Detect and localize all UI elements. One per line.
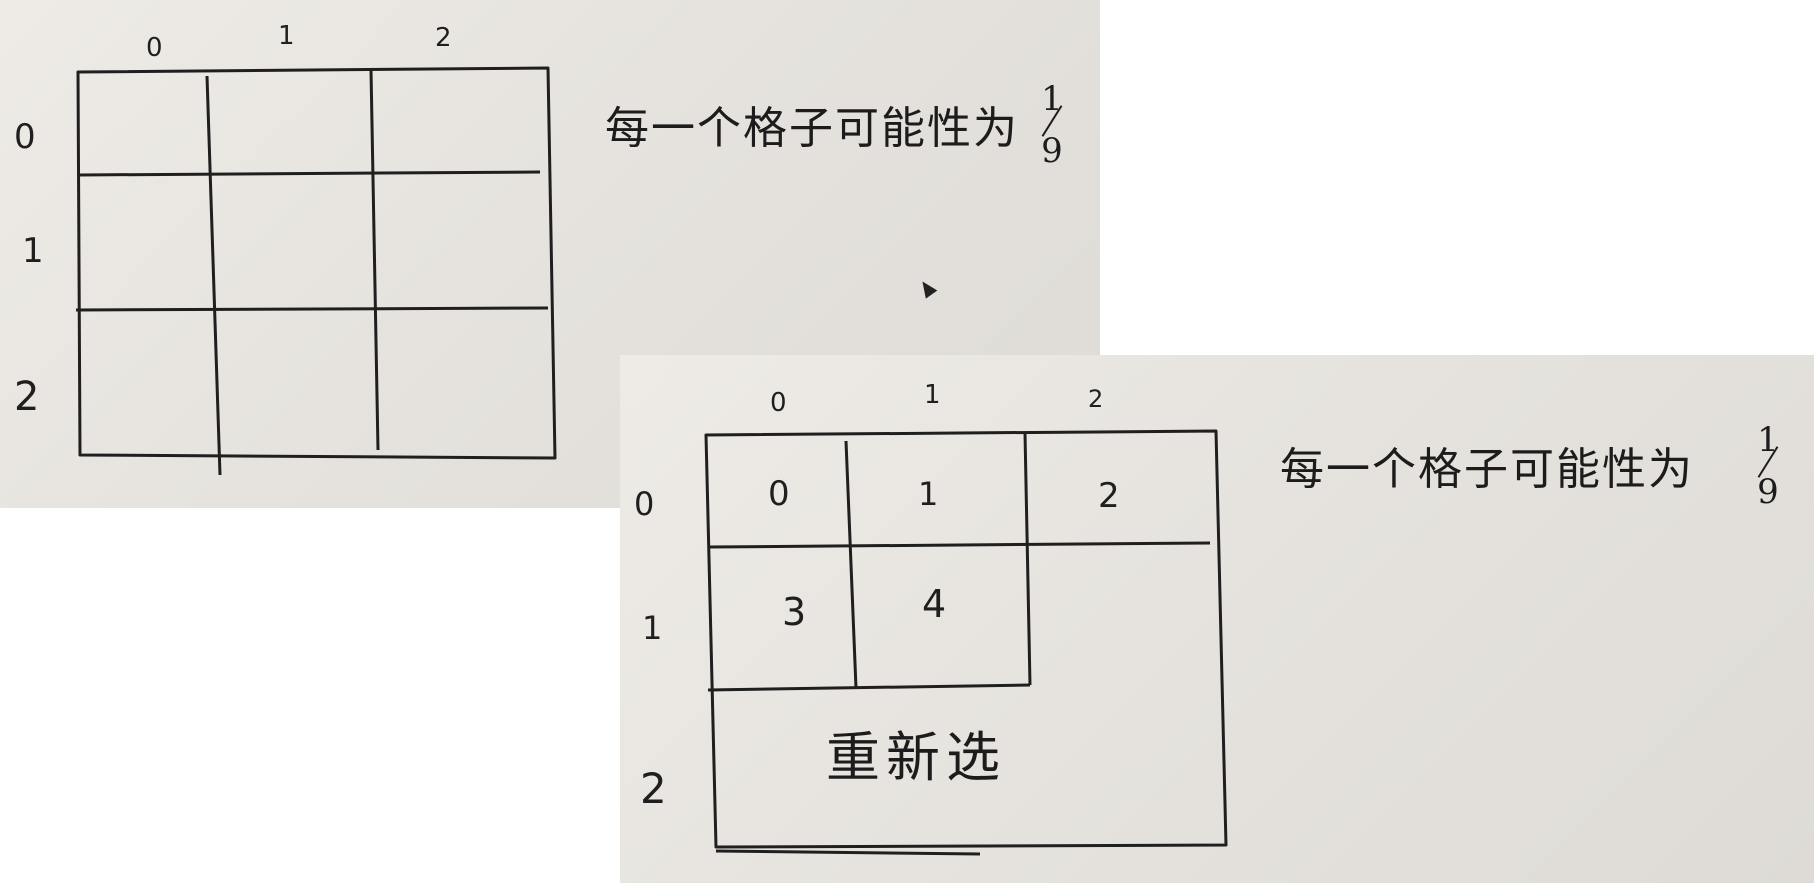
- col-label-0: 0: [770, 388, 787, 418]
- grid-b-vline-1: [844, 440, 858, 689]
- fraction-denominator: 9: [1757, 472, 1779, 512]
- cell-number-4: 4: [922, 582, 946, 626]
- col-label-0: 0: [146, 33, 163, 63]
- cell-number-1: 1: [918, 475, 938, 513]
- row-label-0: 0: [634, 485, 654, 523]
- fraction-numerator: 1: [1757, 420, 1779, 460]
- grid-b-bottom-stroke: [715, 849, 981, 856]
- whiteboard-panel-b: 0 1 2 0 1 2 0 1 2 3 4 重新选 每一个格子可能性为 1 9: [620, 355, 1814, 883]
- row-label-2: 2: [640, 764, 667, 813]
- cell-number-0: 0: [768, 474, 790, 514]
- cell-number-3: 3: [782, 590, 806, 634]
- grid-a: 0 1 2 0 1 2: [14, 21, 557, 476]
- grid-b-hline-2: [707, 683, 1031, 692]
- row-label-1: 1: [642, 609, 662, 647]
- grid-a-vline-1: [205, 75, 222, 476]
- probability-fraction: 1 9: [1748, 423, 1788, 509]
- probability-note: 每一个格子可能性为: [605, 103, 1019, 154]
- grid-b-hline-1: [709, 541, 1211, 549]
- grid-a-hline-2: [75, 306, 549, 312]
- col-label-1: 1: [924, 380, 941, 410]
- grid-b: 0 1 2 0 1 2 0 1 2 3 4: [634, 380, 1228, 856]
- probability-fraction: 1 9: [1032, 82, 1072, 168]
- grid-a-hline-1: [79, 170, 541, 177]
- row-label-2: 2: [14, 374, 39, 420]
- cell-number-2: 2: [1098, 476, 1120, 516]
- fraction-denominator: 9: [1041, 131, 1063, 171]
- col-label-1: 1: [278, 21, 295, 51]
- row-label-0: 0: [14, 117, 36, 157]
- col-label-2: 2: [435, 23, 452, 53]
- grid-a-border: [76, 66, 557, 460]
- col-label-2: 2: [1088, 385, 1103, 413]
- whiteboard-panel-a: 0 1 2 0 1 2 每一个格子可能性为 1 9: [0, 0, 1100, 508]
- fraction-numerator: 1: [1041, 79, 1063, 119]
- grid-b-vline-2: [1023, 432, 1032, 686]
- grid-b-border: [704, 429, 1228, 849]
- probability-note: 每一个格子可能性为: [1280, 444, 1694, 495]
- reselect-label: 重新选: [826, 726, 1006, 789]
- grid-a-vline-2: [369, 69, 380, 451]
- row-label-1: 1: [22, 231, 44, 271]
